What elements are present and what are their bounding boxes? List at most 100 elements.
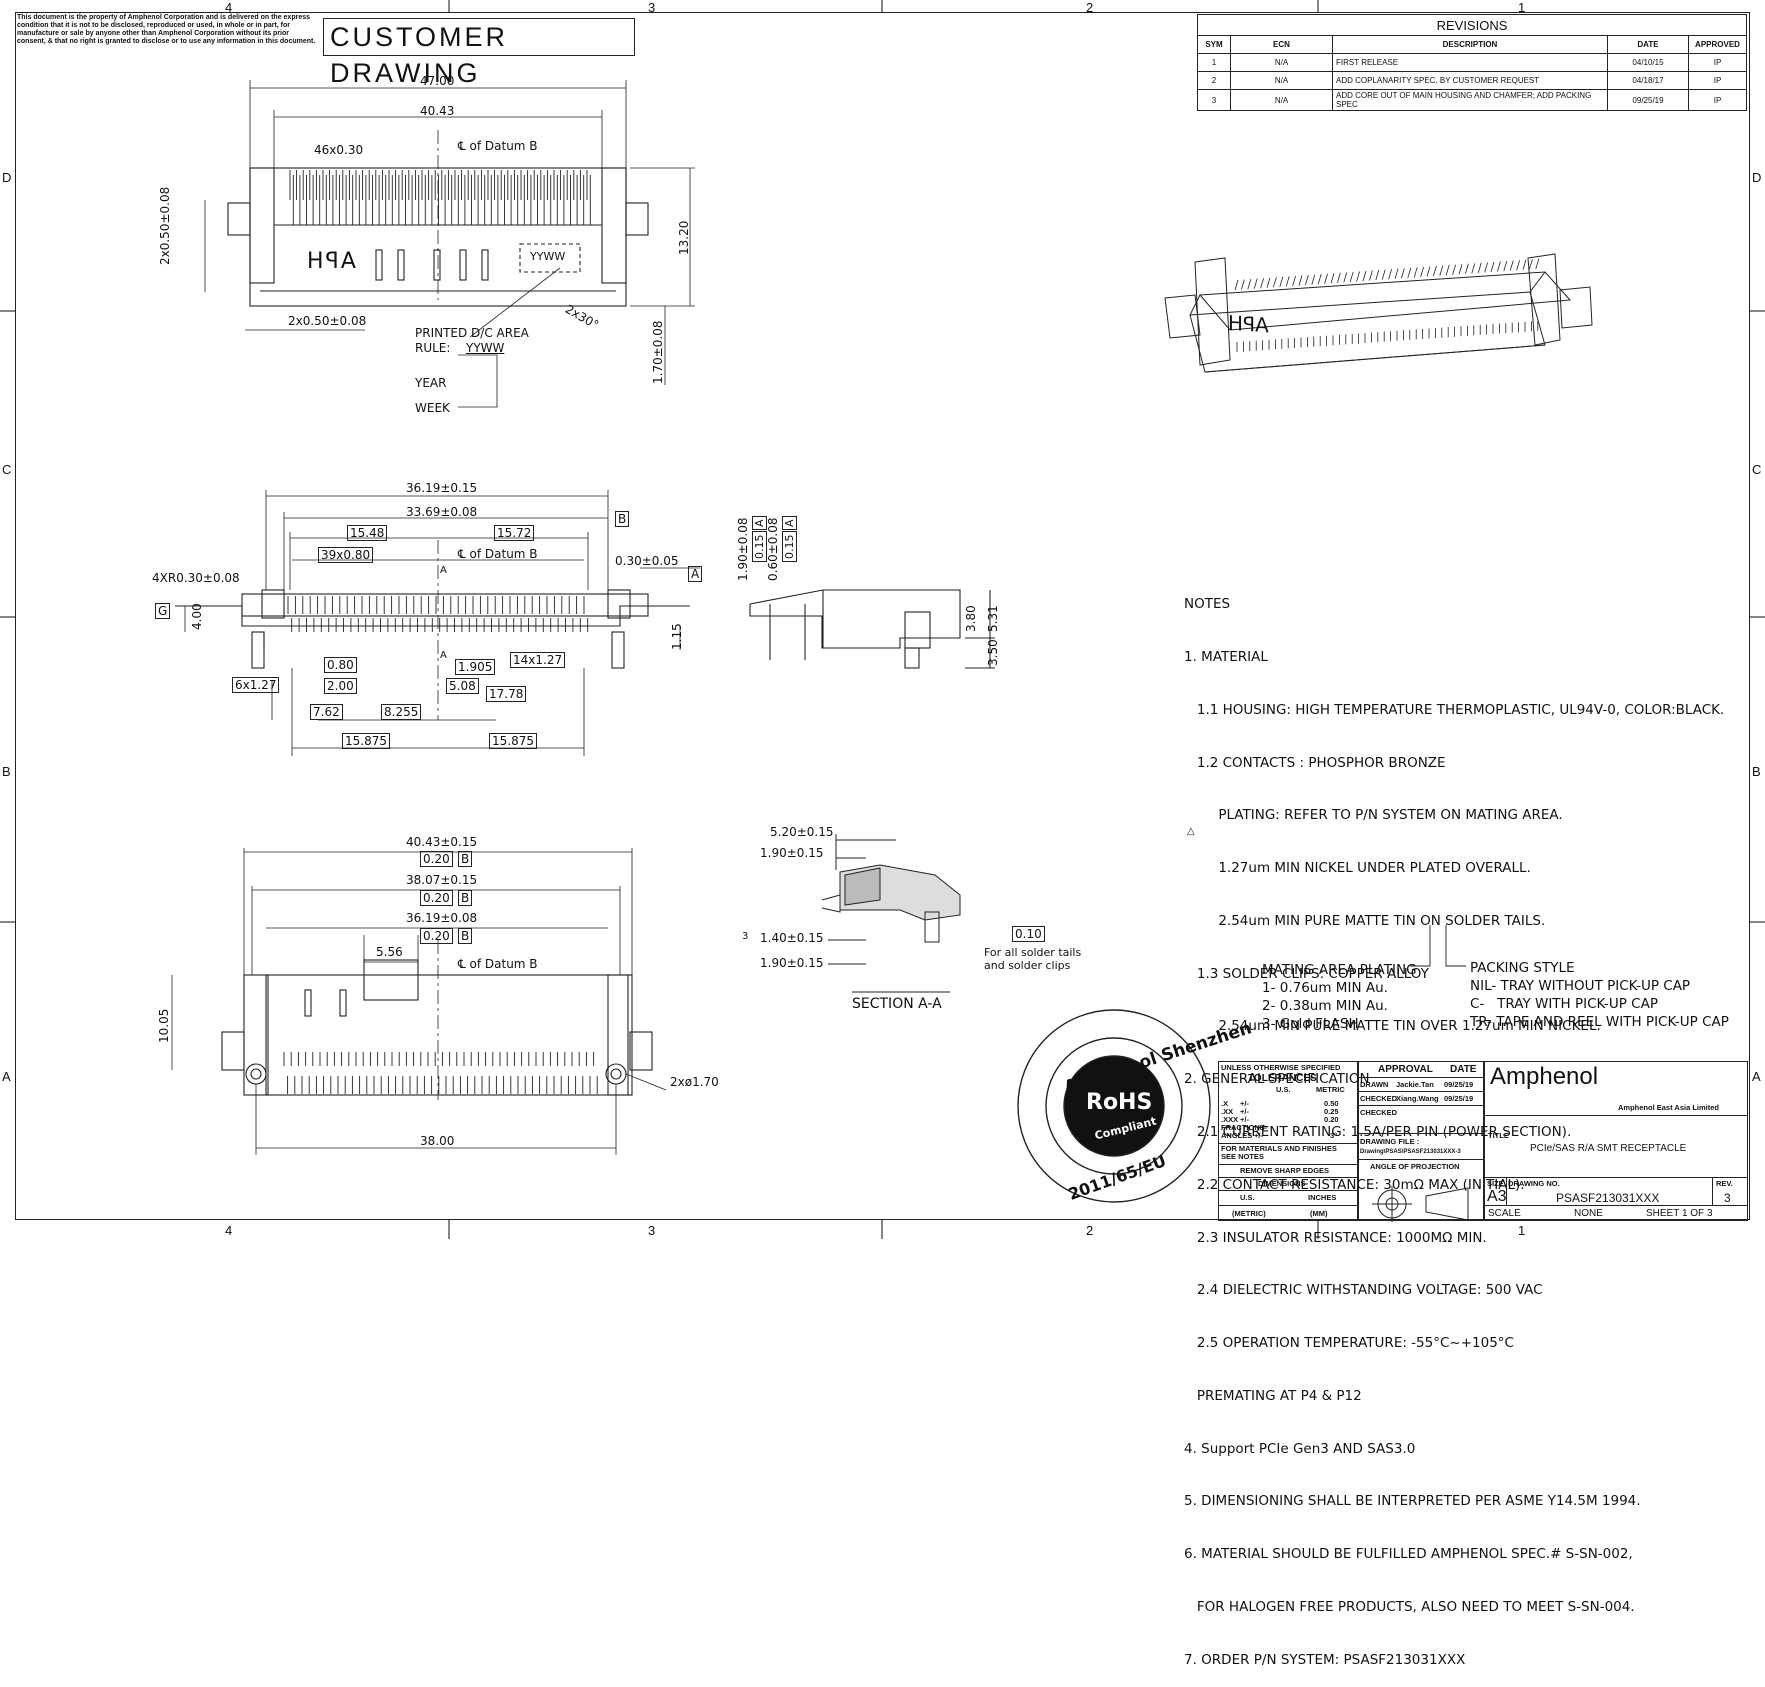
section-note: For all solder tails and solder clips <box>984 946 1082 972</box>
frame-ticks <box>0 0 1765 1239</box>
drawing-frame <box>15 12 1750 1220</box>
division-name: Amphenol East Asia Limited <box>1618 1103 1719 1112</box>
aph-marking: APH <box>305 249 356 274</box>
fcf-side-2-ref: A <box>782 516 797 530</box>
zone-col-3-top: 3 <box>648 0 656 15</box>
notes-line: 2.4 DIELECTRIC WITHSTANDING VOLTAGE: 500… <box>1184 1282 1543 1299</box>
plating-title: MATING AREA PLATING <box>1262 962 1417 978</box>
notes-line: 2.54um MIN PURE MATTE TIN OVER 1.27um MI… <box>1184 1018 1601 1035</box>
iso-view-pins <box>1234 258 1540 352</box>
fcf-bottom-3-ref: B <box>458 928 473 944</box>
dim-metric: (METRIC) <box>1232 1209 1266 1218</box>
zone-row-b-left: B <box>2 764 11 779</box>
pin-line <box>1394 268 1399 279</box>
sheet-value: SHEET 1 OF 3 <box>1646 1208 1713 1219</box>
dim-side-190: 1.90±0.08 <box>736 517 750 582</box>
fcf-bottom-1-ref: B <box>458 851 473 867</box>
pin-line <box>1343 272 1348 283</box>
pin-line <box>1356 271 1360 282</box>
drawing-type-title: CUSTOMER DRAWING <box>323 18 635 88</box>
dim-side-350: 3.50 <box>986 639 1000 666</box>
pin-line <box>1305 274 1309 286</box>
zone-col-2-top: 2 <box>1086 0 1094 15</box>
iso-view <box>1164 253 1593 373</box>
dim-bottom-3807: 38.07±0.15 <box>406 873 478 887</box>
front-view-outline <box>175 589 690 669</box>
pin-line <box>1241 279 1245 290</box>
pin-line <box>1381 269 1386 280</box>
approval-label: APPROVAL <box>1378 1064 1433 1075</box>
front-view-pins <box>287 596 589 632</box>
dim-front-115: 1.15 <box>670 623 684 650</box>
dim-front-400: 4.00 <box>190 603 204 630</box>
bottom-view-dims <box>171 848 667 1155</box>
notes-line: 1.27um MIN NICKEL UNDER PLATED OVERALL. <box>1184 860 1531 877</box>
fcf-bottom-2-ref: B <box>458 890 473 906</box>
notes-line: PREMATING AT P4 & P12 <box>1184 1387 1362 1404</box>
plating-option: 2- 0.38um MIN Au. <box>1262 998 1388 1014</box>
notes-line: 6. MATERIAL SHOULD BE FULFILLED AMPHENOL… <box>1184 1546 1633 1563</box>
printed-dc-label: PRINTED D/C AREA <box>415 326 529 340</box>
title-block: UNLESS OTHERWISE SPECIFIED TOLERANCES U.… <box>1218 1061 1748 1221</box>
notes-line: PLATING: REFER TO P/N SYSTEM ON MATING A… <box>1184 807 1563 824</box>
dim-front-15875-left: 15.875 <box>342 733 390 749</box>
fcf-side-1-ref: A <box>752 516 767 530</box>
fcf-bottom-2-tol: 0.20 <box>420 890 453 906</box>
pin-line <box>1362 270 1367 282</box>
pin-line <box>1247 278 1252 290</box>
pin-line <box>1407 267 1412 278</box>
date-label: DATE <box>1450 1064 1477 1075</box>
drawing-file-label: DRAWING FILE : <box>1360 1137 1420 1146</box>
dim-front-39x080: 39x0.80 <box>318 547 374 563</box>
pin-line <box>1535 258 1540 269</box>
dim-front-030: 0.30±0.05 <box>615 554 679 568</box>
projection-label: ANGLE OF PROJECTION <box>1370 1162 1460 1171</box>
notes-line: 5. DIMENSIONING SHALL BE INTERPRETED PER… <box>1184 1493 1641 1510</box>
dim-section-140: 1.40±0.15 <box>760 931 824 945</box>
datum-g-flag: G <box>155 603 171 619</box>
dim-front-080: 0.80 <box>324 657 357 673</box>
datum-b-flag: B <box>615 511 630 527</box>
notes-line: 1.2 CONTACTS : PHOSPHOR BRONZE <box>1184 754 1446 771</box>
rev-label: REV. <box>1716 1179 1733 1188</box>
dim-front-15875-right: 15.875 <box>489 733 537 749</box>
dim-front-200: 2.00 <box>324 678 357 694</box>
pin-line <box>1445 265 1450 276</box>
dwg-no-value: PSASF213031XXX <box>1556 1191 1660 1205</box>
zone-row-c-left: C <box>2 462 12 477</box>
dim-bottom-hole: 2xø1.70 <box>670 1075 719 1089</box>
dim-front-762: 7.62 <box>310 704 343 720</box>
packing-title: PACKING STYLE <box>1470 960 1575 976</box>
dwg-no-label: DRAWING NO. <box>1508 1179 1560 1188</box>
dimensions-label: DIMENSIONS <box>1258 1179 1306 1188</box>
dim-top-1320: 13.20 <box>677 220 691 255</box>
zone-col-2-bottom: 2 <box>1086 1223 1094 1238</box>
tol-title: TOLERANCES <box>1248 1073 1317 1084</box>
pin-line <box>1426 266 1431 277</box>
datum-centerline-top: ℄ of Datum B <box>458 139 538 153</box>
dim-section-520: 5.20±0.15 <box>770 825 834 839</box>
packing-option: C- TRAY WITH PICK-UP CAP <box>1470 996 1658 1012</box>
drawn-by: Jackie.Tan <box>1396 1080 1434 1089</box>
dc-code-marking: YYWW <box>530 250 566 263</box>
company-name: Amphenol <box>1490 1063 1599 1090</box>
dim-side-380: 3.80 <box>964 605 978 632</box>
dim-bottom-556: 5.56 <box>376 945 403 959</box>
rev-flag-note: △ <box>1187 826 1195 837</box>
dim-top-170: 1.70±0.08 <box>651 320 665 385</box>
technical-drawing-lineart <box>0 0 1765 1239</box>
notes-line: 2.1 CURRENT RATING: 1.5A/PER PIN (POWER … <box>1184 1124 1572 1140</box>
notes-line: 2. GENERAL SPECIFICATION <box>1184 1071 1370 1088</box>
dim-section-190-top: 1.90±0.15 <box>760 846 824 860</box>
sharp-edges: REMOVE SHARP EDGES <box>1240 1166 1330 1175</box>
tol-metric: METRIC <box>1316 1085 1345 1094</box>
bottom-view-outline <box>221 959 653 1096</box>
zone-row-b-right: B <box>1752 764 1761 779</box>
pin-line <box>1337 272 1341 283</box>
pin-line <box>1477 262 1482 274</box>
fcf-side-1-tol: 0.15 <box>752 531 767 562</box>
rev-flag-section: 3 <box>742 931 749 942</box>
dim-bottom-4043: 40.43±0.15 <box>406 835 478 849</box>
dim-inches: INCHES <box>1308 1193 1337 1202</box>
